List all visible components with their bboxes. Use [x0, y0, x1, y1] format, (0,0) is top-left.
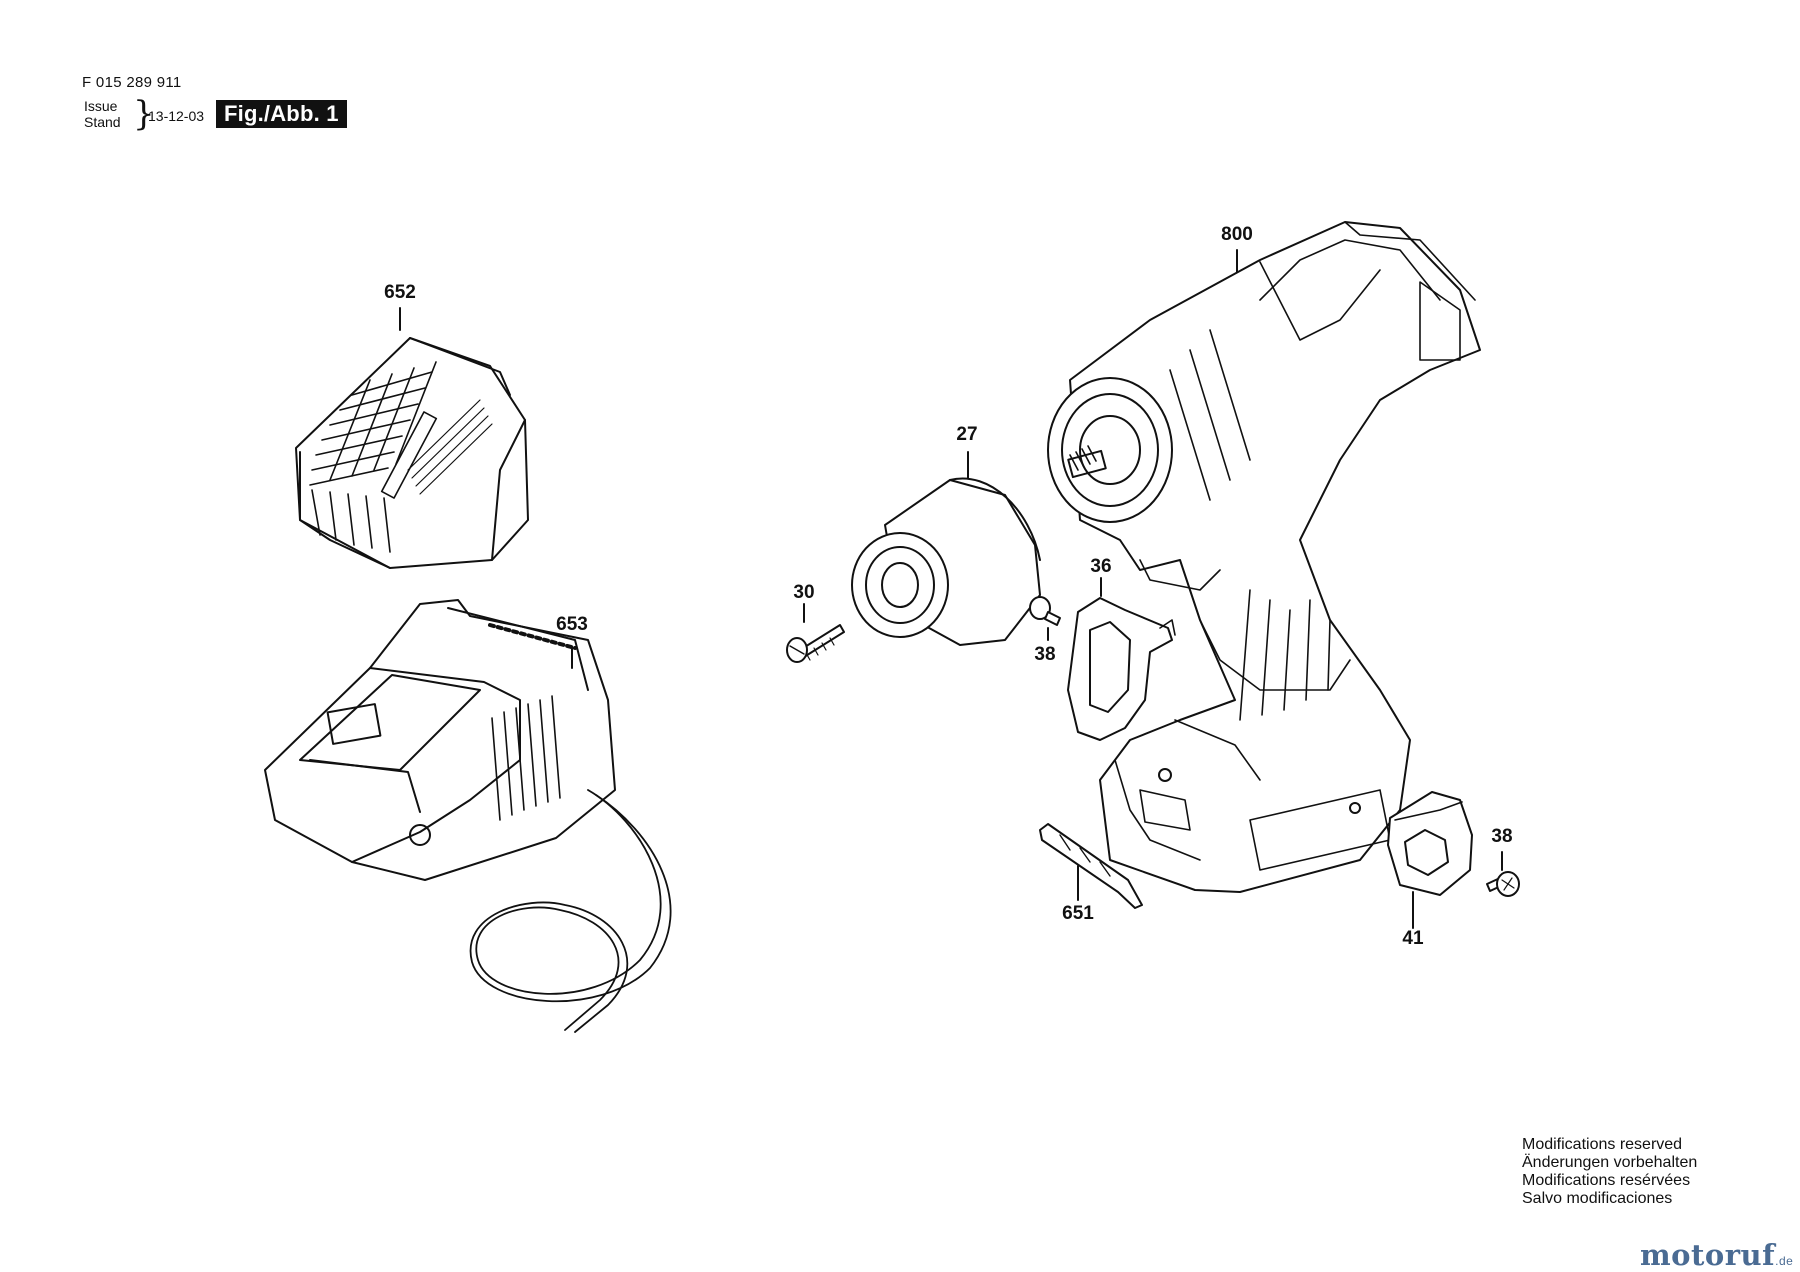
modifications-notes: Modifications reserved Änderungen vorbeh…: [1522, 1136, 1697, 1208]
note-en: Modifications reserved: [1522, 1136, 1683, 1153]
screw-38-lower-illustration: [1487, 852, 1519, 896]
battery-pack-illustration: [296, 308, 528, 568]
part-number-27: 27: [956, 424, 978, 445]
watermark-tld: .de: [1775, 1254, 1794, 1268]
part-number-38-upper: 38: [1034, 644, 1056, 665]
drill-body-illustration: [1048, 222, 1480, 892]
part-number-36: 36: [1090, 556, 1112, 577]
note-es: Salvo modificaciones: [1522, 1190, 1673, 1207]
part-number-41: 41: [1402, 928, 1424, 949]
screw-38-upper-illustration: [1030, 597, 1060, 640]
issue-block: Issue Stand } 13-12-03: [84, 94, 324, 138]
part-number-30: 30: [793, 582, 815, 603]
issue-label: Issue: [84, 98, 118, 114]
chuck-illustration: [852, 452, 1040, 645]
screw-30-illustration: [787, 604, 844, 662]
document-number: F 015 289 911: [82, 74, 182, 91]
holder-41-illustration: [1388, 792, 1472, 928]
part-number-651: 651: [1062, 903, 1094, 924]
part-number-38-lower: 38: [1491, 826, 1513, 847]
watermark-logo: motoruf.de: [1640, 1238, 1793, 1272]
figure-badge: Fig./Abb. 1: [216, 100, 347, 128]
screwdriver-bit-illustration: [1040, 824, 1142, 908]
part-number-652: 652: [384, 282, 416, 303]
part-number-800: 800: [1221, 224, 1253, 245]
stand-label: Stand: [84, 114, 121, 130]
charger-illustration: [265, 600, 671, 1032]
part-number-653: 653: [556, 614, 588, 635]
note-fr: Modifications resérvées: [1522, 1172, 1691, 1189]
brace-glyph: }: [133, 94, 155, 134]
belt-clip-illustration: [1068, 578, 1175, 740]
issue-date: 13-12-03: [148, 108, 205, 124]
watermark-brand: motoruf: [1640, 1238, 1776, 1272]
note-de: Änderungen vorbehalten: [1522, 1154, 1698, 1171]
